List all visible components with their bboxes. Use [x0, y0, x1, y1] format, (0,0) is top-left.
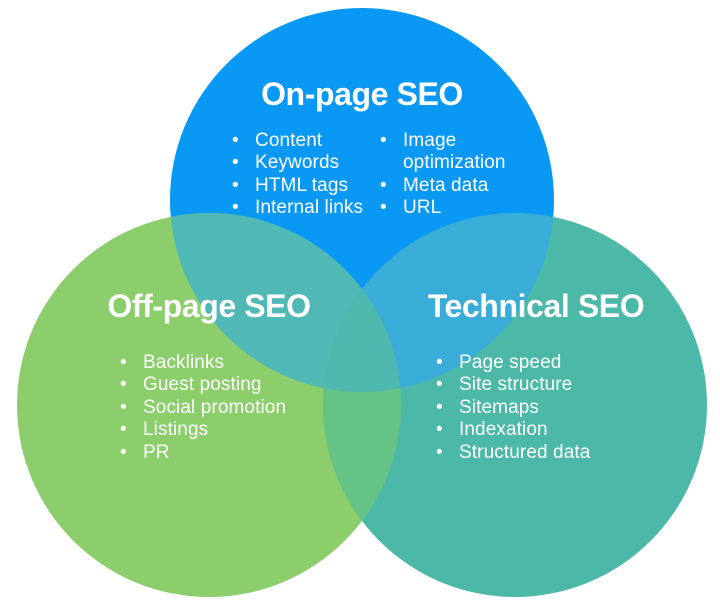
onpage-technical-overlap — [323, 213, 554, 392]
onpage-offpage-overlap — [170, 213, 401, 392]
